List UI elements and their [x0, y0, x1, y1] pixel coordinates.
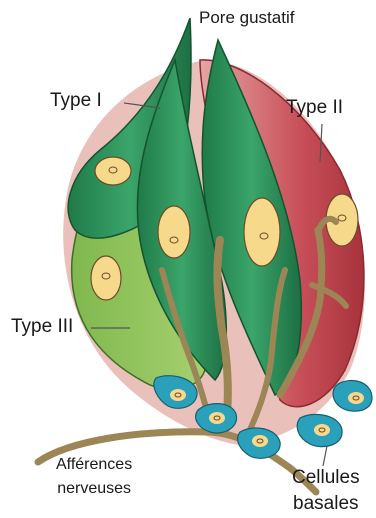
- basal-cell-3: [238, 428, 281, 458]
- leader-basal: [323, 446, 327, 466]
- basal-cell-4: [297, 414, 342, 446]
- label-afferences: Afférences nerveuses: [56, 456, 132, 499]
- type3-nucleus: [91, 256, 121, 300]
- label-type1: Type I: [50, 90, 102, 112]
- type1-nucleus-middle: [158, 206, 190, 258]
- label-cellules-basales: Cellules basales: [292, 467, 360, 515]
- basal-cell-5: [333, 380, 372, 411]
- label-type3: Type III: [11, 316, 73, 338]
- label-type2: Type II: [286, 97, 343, 119]
- label-afferences-line1: Afférences: [56, 456, 132, 474]
- label-afferences-line2: nerveuses: [56, 480, 132, 498]
- label-pore-gustatif: Pore gustatif: [199, 8, 294, 28]
- label-basales-line1: Cellules: [292, 467, 360, 489]
- type1-nucleus-left: [95, 157, 131, 185]
- type1-nucleus-right: [244, 198, 280, 266]
- label-basales-line2: basales: [292, 493, 360, 515]
